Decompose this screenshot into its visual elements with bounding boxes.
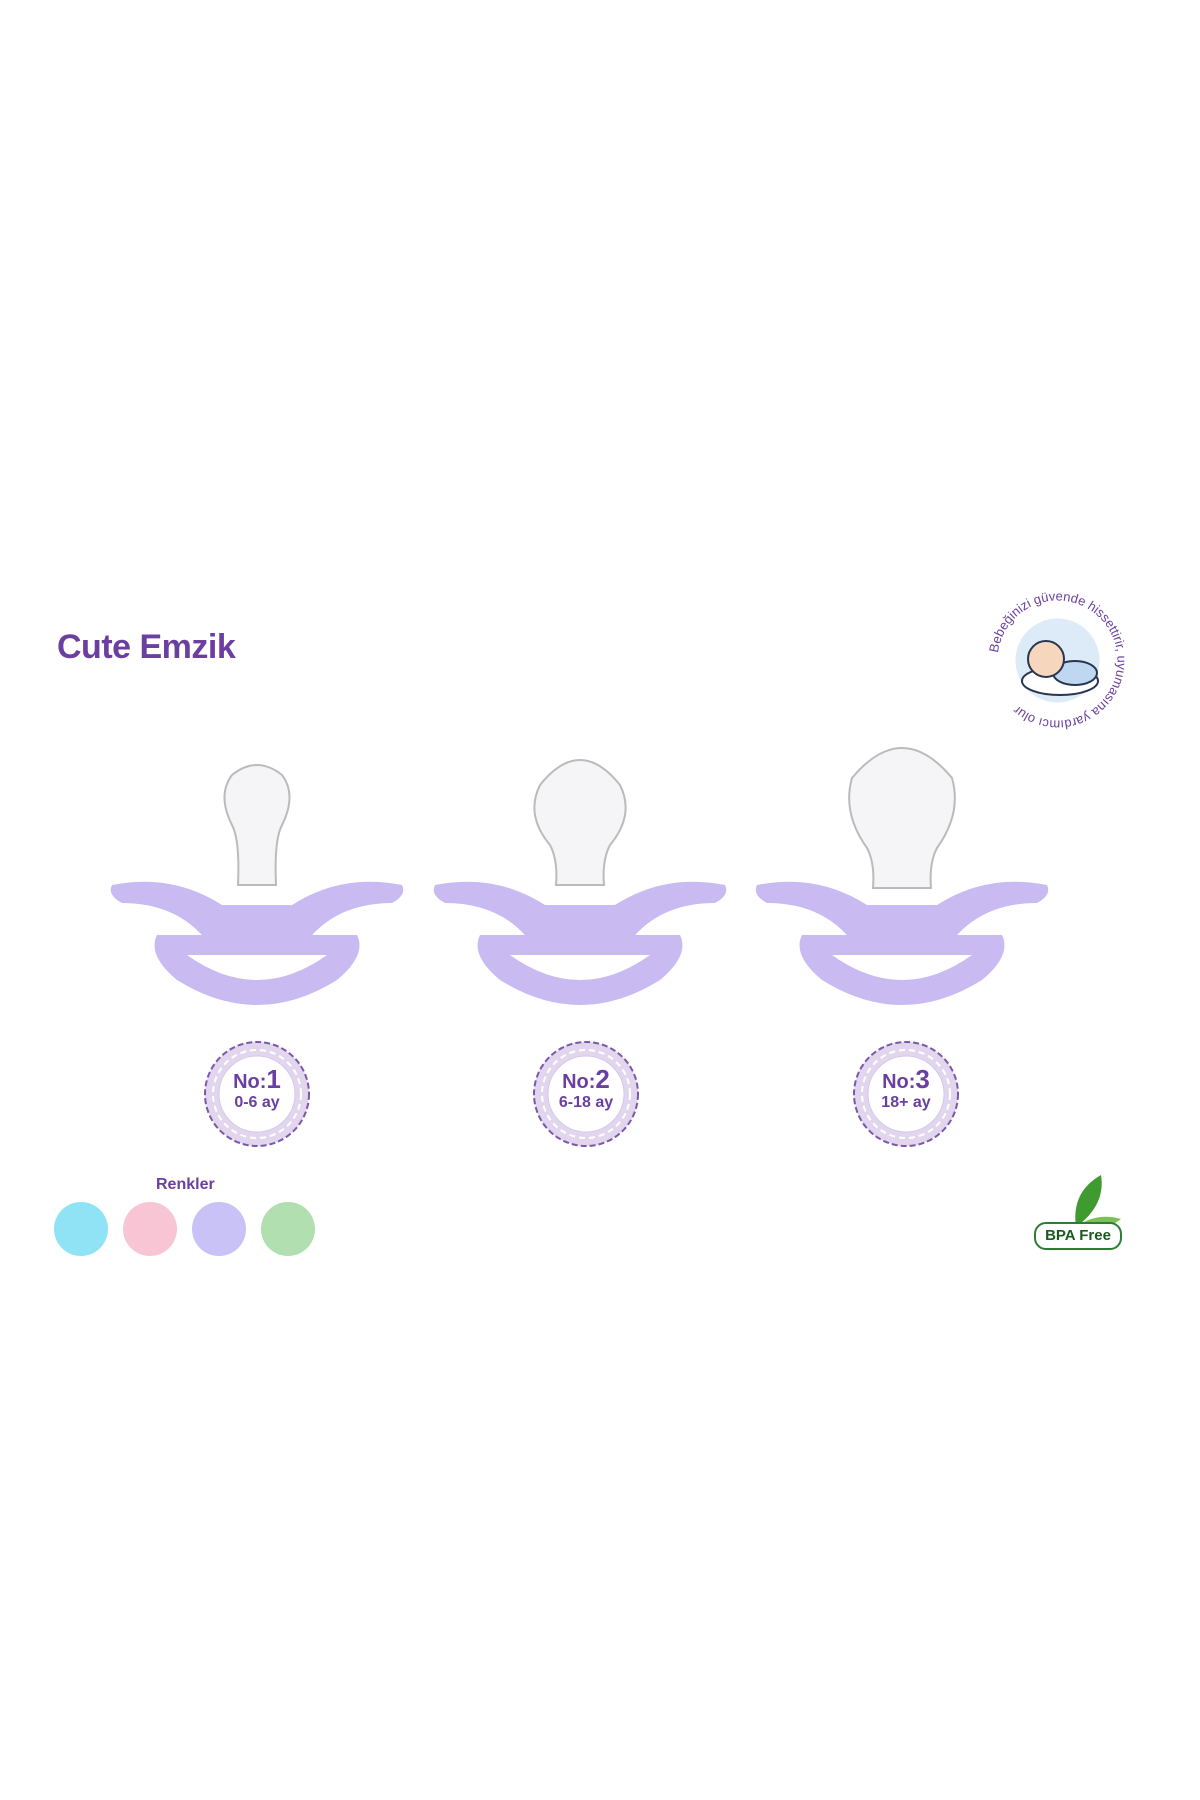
size-number: No:1 <box>233 1064 281 1094</box>
product-title: Cute Emzik <box>57 628 236 666</box>
size-age: 6-18 ay <box>558 1094 614 1111</box>
pacifier-size-2 <box>430 745 730 1015</box>
pacifier-size-1 <box>107 755 407 1025</box>
color-swatch-lilac[interactable] <box>192 1202 246 1256</box>
color-swatch-blue[interactable] <box>54 1202 108 1256</box>
colors-label: Renkler <box>156 1176 215 1193</box>
size-number: No:3 <box>882 1064 930 1094</box>
size-number: No:2 <box>562 1064 610 1094</box>
pacifier-size-3 <box>752 738 1052 1008</box>
bpa-free-badge: BPA Free <box>1034 1222 1122 1250</box>
sleeping-baby-logo: Bebeğinizi güvende hissettirir, uyumasın… <box>980 583 1135 738</box>
color-swatch-green[interactable] <box>261 1202 315 1256</box>
size-age: 18+ ay <box>881 1094 931 1111</box>
size-age: 0-6 ay <box>234 1094 280 1111</box>
color-swatch-pink[interactable] <box>123 1202 177 1256</box>
